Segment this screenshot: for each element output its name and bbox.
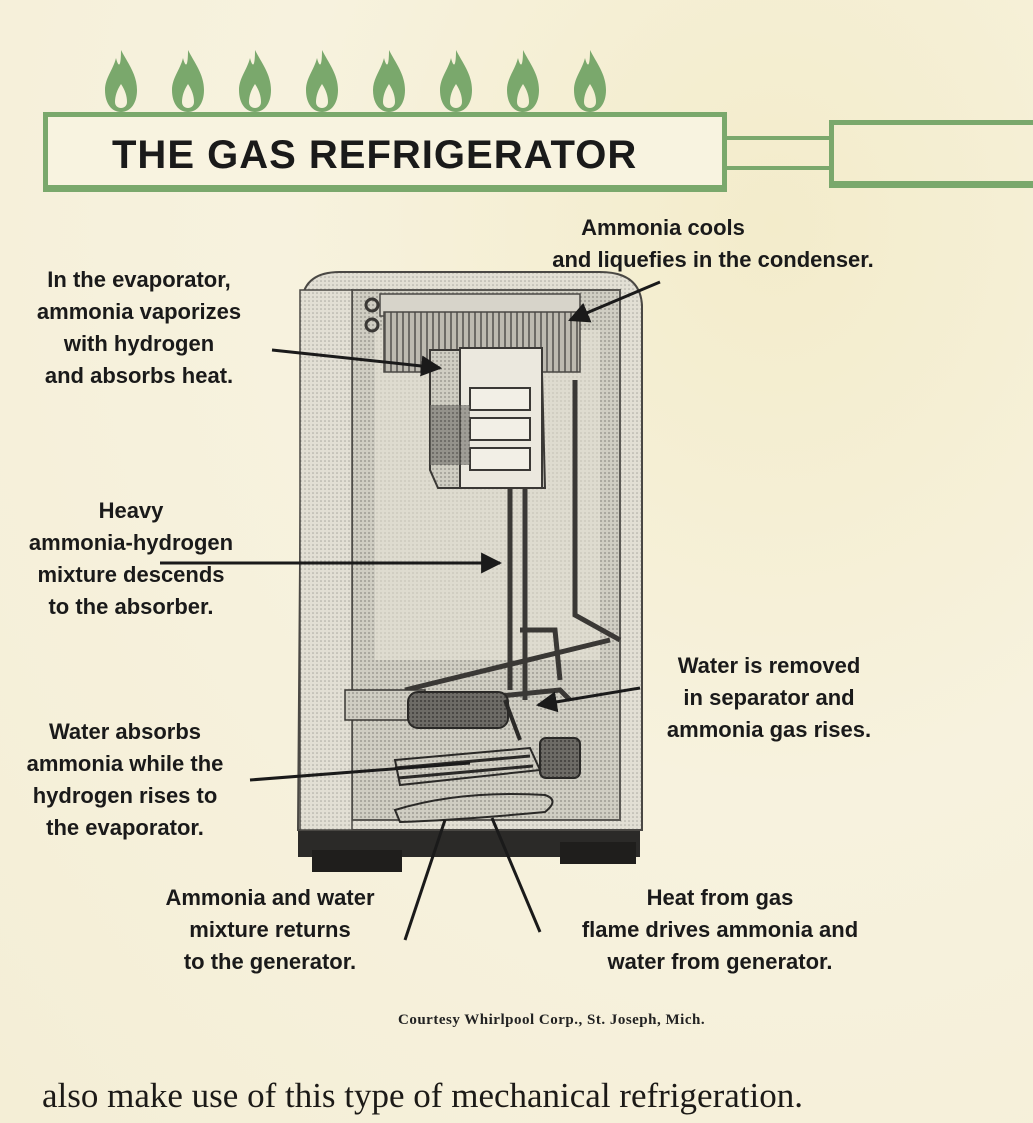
label-generator: Heat from gas flame drives ammonia and w… — [581, 885, 859, 974]
label-mixture: Heavy ammonia-hydrogen mixture descends … — [28, 498, 234, 619]
leader-lines — [160, 280, 661, 941]
refrigerator-diagram — [160, 271, 661, 941]
label-condenser: Ammonia cools and liquefies in the conde… — [552, 215, 874, 272]
banner-end-box — [829, 120, 1033, 188]
body-text: also make use of this type of mechanical… — [42, 1076, 803, 1115]
label-separator: Water is removed in separator and ammoni… — [666, 653, 872, 742]
piping — [404, 380, 622, 708]
page-title: THE GAS REFRIGERATOR — [112, 133, 638, 177]
evaporator — [429, 347, 547, 489]
photo-credit: Courtesy Whirlpool Corp., St. Joseph, Mi… — [398, 1012, 706, 1028]
gas-flame-icon — [172, 50, 204, 112]
flame-row — [105, 50, 606, 112]
gas-flame-icon — [239, 50, 271, 112]
gas-flame-icon — [440, 50, 472, 112]
label-evaporator: In the evaporator, ammonia vaporizes wit… — [36, 267, 242, 388]
banner-pipe — [727, 136, 831, 170]
gas-flame-icon — [105, 50, 137, 112]
title-banner: THE GAS REFRIGERATOR — [43, 112, 727, 192]
gas-flame-icon — [574, 50, 606, 112]
absorber — [344, 689, 542, 787]
gas-flame-icon — [373, 50, 405, 112]
gas-flame-icon — [306, 50, 338, 112]
separator-generator — [393, 699, 581, 824]
label-absorber: Water absorbs ammonia while the hydrogen… — [26, 719, 224, 840]
label-returns: Ammonia and water mixture returns to the… — [165, 885, 375, 974]
gas-flame-icon — [507, 50, 539, 112]
